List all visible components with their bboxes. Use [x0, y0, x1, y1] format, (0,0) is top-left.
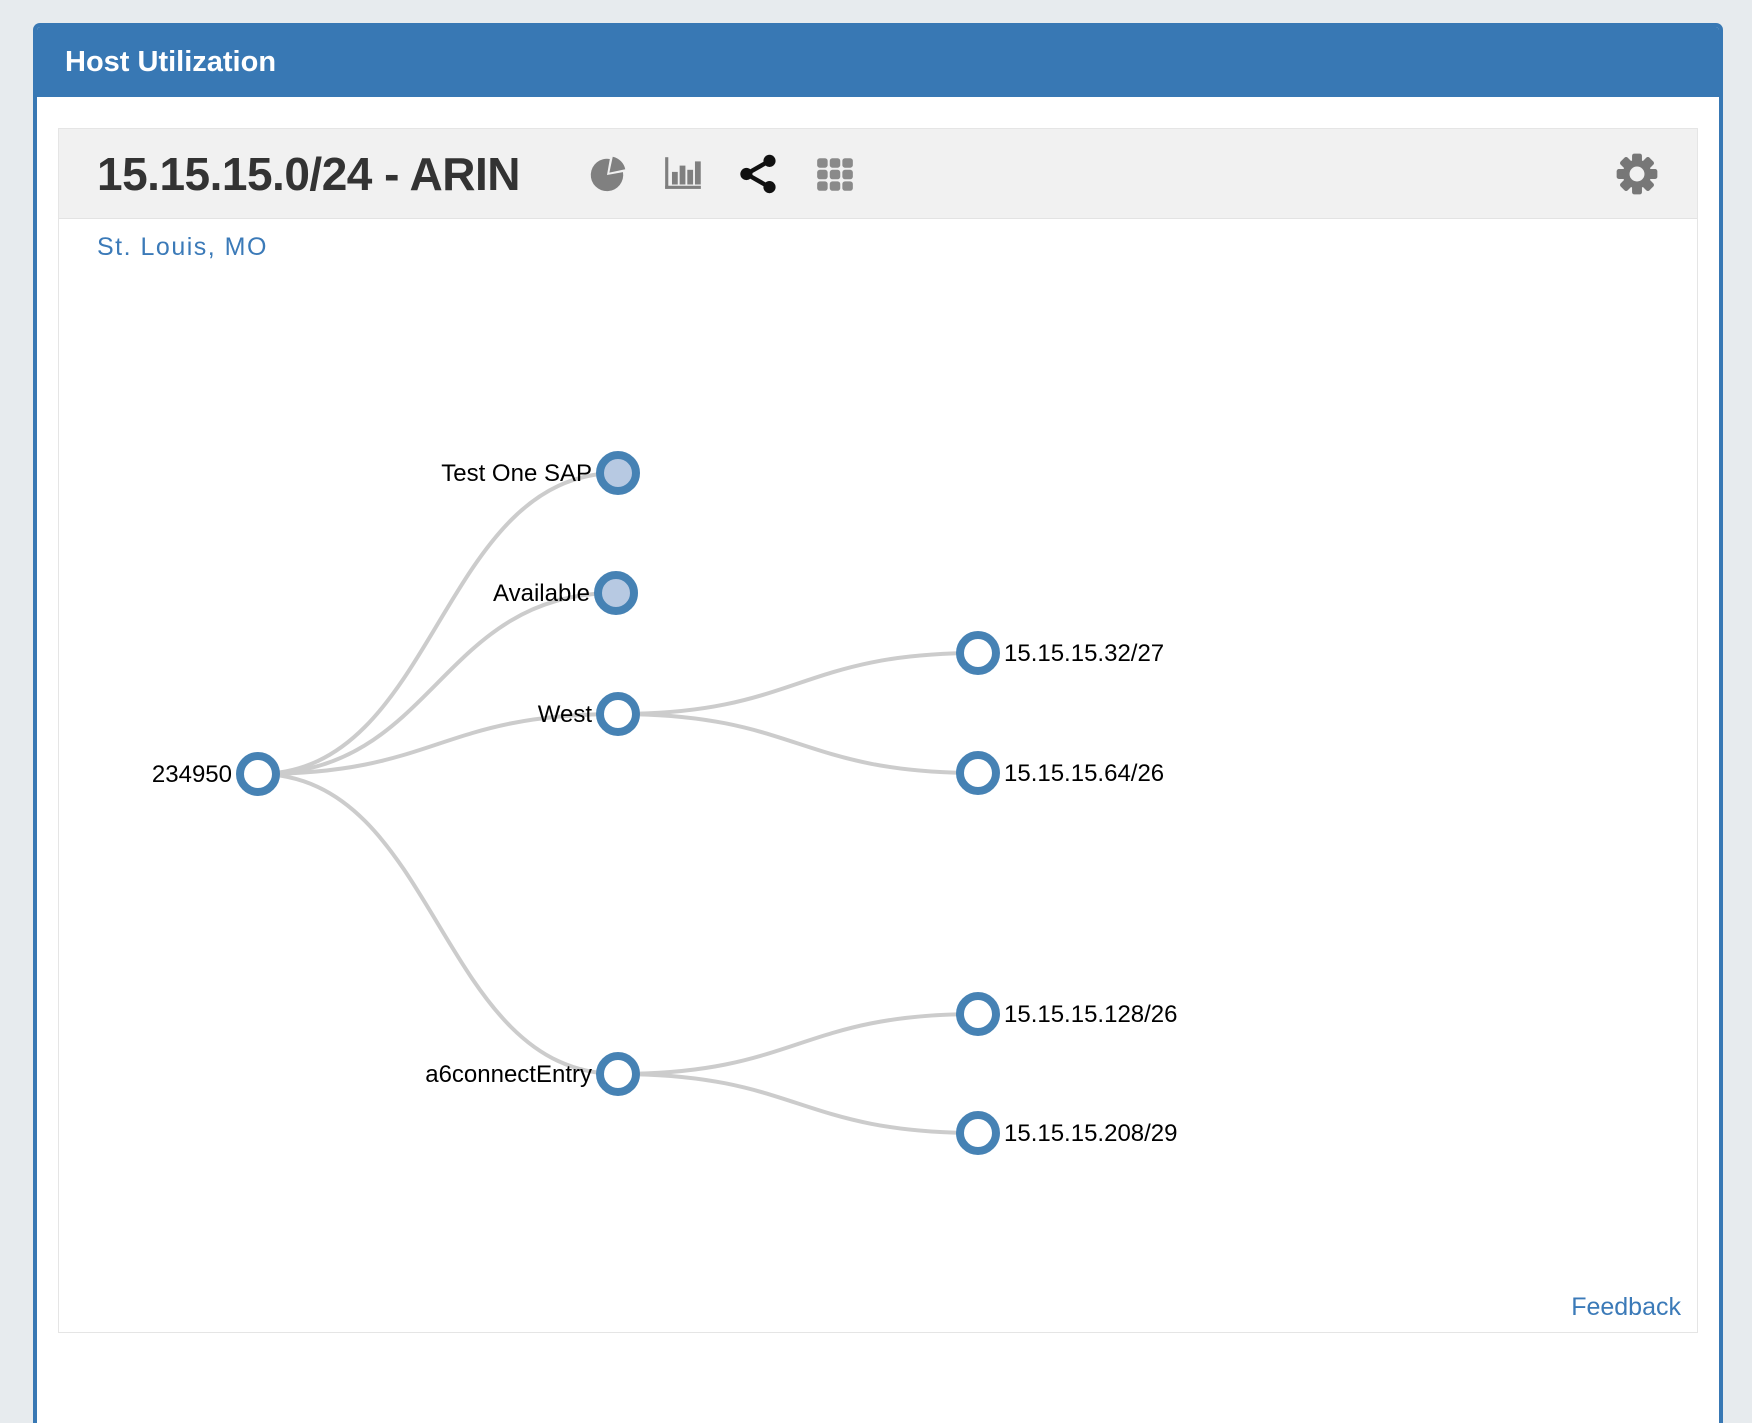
tree-node-a6connectentry[interactable]	[596, 1052, 640, 1096]
tree-node-15-15-15-128-26[interactable]	[956, 992, 1000, 1036]
subnet-title: 15.15.15.0/24 - ARIN	[97, 147, 520, 200]
tree-link	[617, 651, 979, 716]
grid-icon	[817, 157, 853, 191]
tree-link	[617, 1072, 979, 1135]
tree-node-15-15-15-64-26[interactable]	[956, 751, 1000, 795]
tree-node-15-15-15-32-27[interactable]	[956, 631, 1000, 675]
panel-title: Host Utilization	[65, 45, 277, 78]
bar-chart-icon	[665, 156, 701, 189]
panel-header: Host Utilization	[37, 27, 1719, 97]
tree-node-label: Available	[493, 580, 590, 607]
tree-node-15-15-15-208-29[interactable]	[956, 1111, 1000, 1155]
tree-link	[257, 591, 617, 776]
tree-link	[257, 471, 619, 776]
tree-link	[617, 712, 979, 775]
bar-chart-button[interactable]	[662, 153, 704, 195]
tree-node-label: West	[538, 701, 593, 728]
panel-body: 15.15.15.0/24 - ARIN	[37, 97, 1719, 1333]
subnet-widget: 15.15.15.0/24 - ARIN	[58, 128, 1698, 1333]
widget-body: St. Louis, MO 234950 Test One SAP Availabl…	[59, 219, 1697, 1332]
settings-button[interactable]	[1615, 152, 1659, 196]
tree-link	[257, 772, 619, 1076]
tree-node-234950[interactable]	[236, 752, 280, 796]
pie-chart-button[interactable]	[586, 153, 628, 195]
tree-node-label: 15.15.15.208/29	[1004, 1120, 1178, 1147]
pie-chart-icon	[590, 156, 626, 191]
feedback-link[interactable]: Feedback	[1571, 1293, 1681, 1321]
tree-link	[257, 712, 619, 776]
widget-toolbar	[586, 153, 856, 195]
tree-node-label: 234950	[152, 761, 232, 788]
tree-node-label: 15.15.15.32/27	[1004, 640, 1164, 667]
tree-link	[617, 1012, 979, 1076]
widget-header: 15.15.15.0/24 - ARIN	[59, 129, 1697, 219]
share-icon	[740, 154, 776, 193]
tree-node-available[interactable]	[594, 571, 638, 615]
gear-icon	[1616, 153, 1658, 194]
tree-node-label: 15.15.15.64/26	[1004, 760, 1164, 787]
tree-node-label: Test One SAP	[441, 460, 592, 487]
host-utilization-panel: Host Utilization 15.15.15.0/24 - ARIN	[33, 23, 1723, 1423]
tree-node-label: 15.15.15.128/26	[1004, 1001, 1178, 1028]
tree-node-label: a6connectEntry	[425, 1061, 592, 1088]
tree-node-west[interactable]	[596, 692, 640, 736]
share-button[interactable]	[738, 153, 780, 195]
location-link[interactable]: St. Louis, MO	[97, 233, 268, 261]
grid-button[interactable]	[814, 153, 856, 195]
tree-node-test-one-sap[interactable]	[596, 451, 640, 495]
